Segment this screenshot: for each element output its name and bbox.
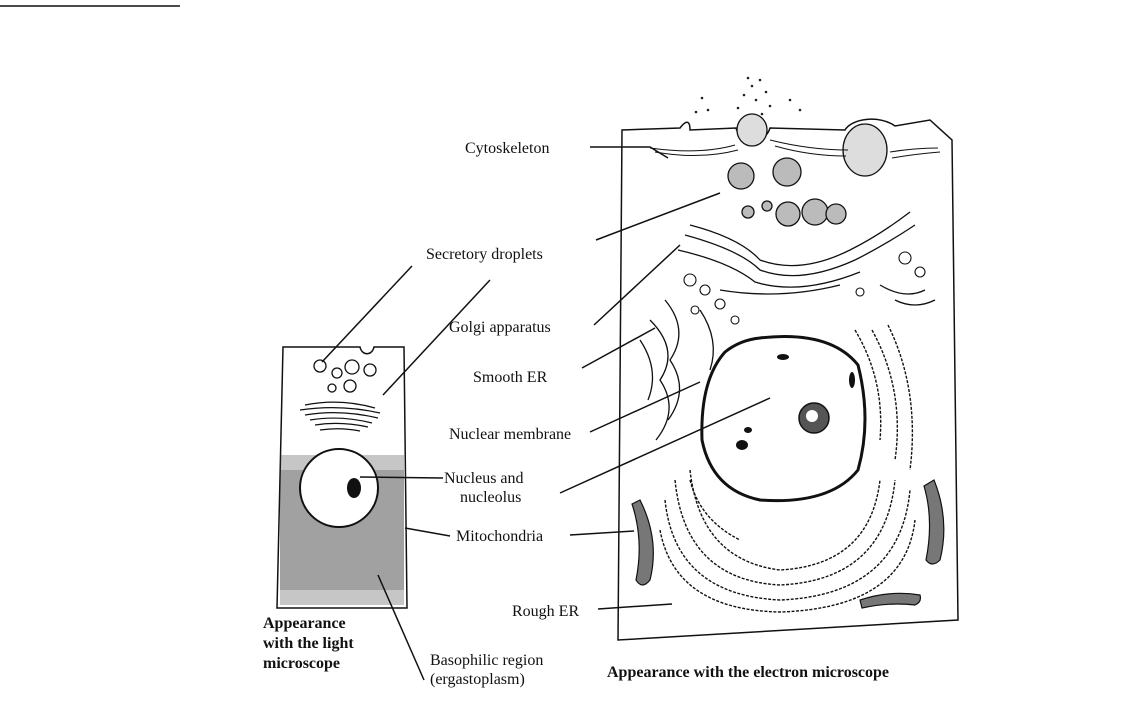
smooth-er-vesicles [683,251,926,325]
mitochondria [631,479,945,609]
electron-microscope-cell [617,76,959,641]
light-nucleolus [347,478,361,498]
leader-lines [321,146,771,681]
label-smooth-er: Smooth ER [473,369,548,386]
label-nuclear-membrane: Nuclear membrane [449,426,572,443]
label-basophilic-line2: (ergastoplasm) [430,671,525,688]
electron-nucleolus [798,402,830,434]
heterochromatin [736,354,855,450]
light-golgi [299,401,381,432]
light-microscope-cell [276,346,408,609]
secretory-droplets [727,157,847,227]
caption-light-line2: with the light [263,635,354,652]
label-mitochondria: Mitochondria [456,528,544,545]
secretion-dots [694,76,802,118]
label-golgi-apparatus: Golgi apparatus [449,319,551,336]
label-nucleus-line2: nucleolus [460,489,522,506]
cytoskeleton-filaments [649,139,941,159]
caption-light-line1: Appearance [263,615,346,632]
label-rough-er: Rough ER [512,603,580,620]
caption-electron: Appearance with the electron microscope [607,664,890,681]
light-nucleus [299,448,379,528]
label-cytoskeleton: Cytoskeleton [465,140,550,157]
rough-er [659,324,916,613]
light-vesicles [313,359,377,393]
electron-nucleus [700,335,867,503]
caption-light-line3: microscope [263,655,341,672]
label-basophilic-line1: Basophilic region [430,652,544,669]
label-secretory-droplets: Secretory droplets [426,246,543,263]
electron-golgi-and-smooth-er [639,211,936,441]
exocytosis-vesicles [736,113,888,177]
label-nucleus-line1: Nucleus and [444,470,524,487]
